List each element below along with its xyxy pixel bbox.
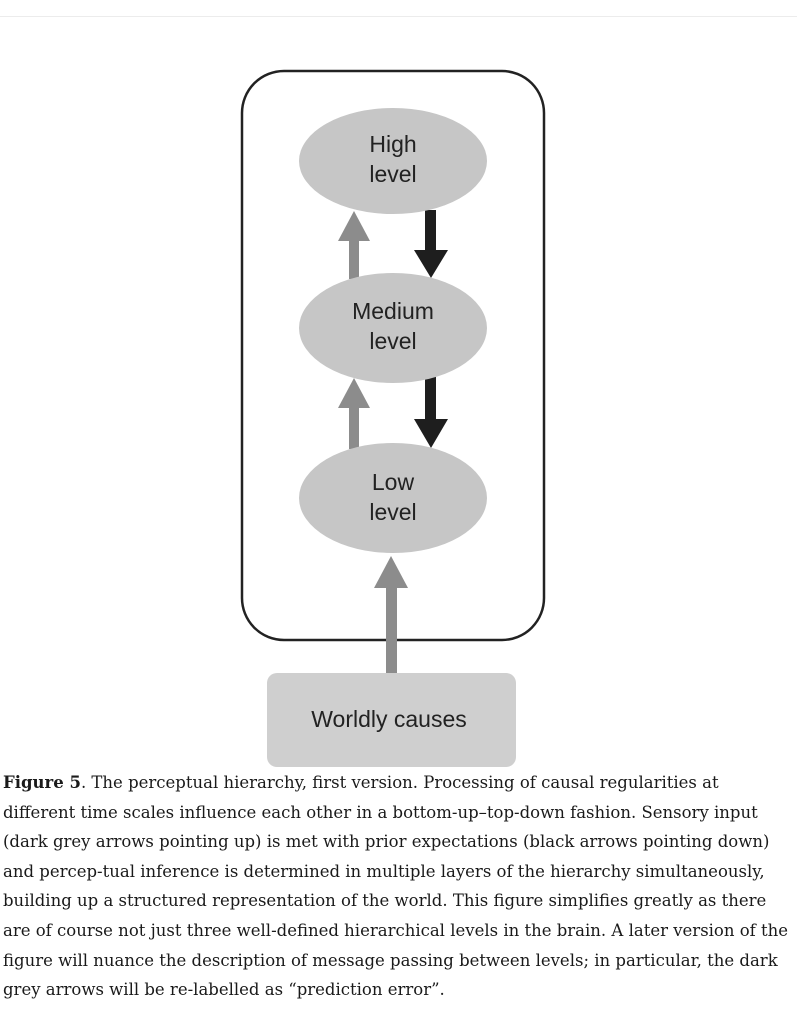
figure-caption-text: . The perceptual hierarchy, first versio… [3, 773, 789, 1000]
worldly-causes-node: Worldly causes [267, 673, 516, 767]
figure-caption: Figure 5. The perceptual hierarchy, firs… [3, 768, 793, 1005]
up-arrow-medium-to-high [338, 211, 370, 279]
medium-level-label-line1: Medium [352, 298, 434, 324]
low-level-label-line1: Low [372, 469, 415, 495]
high-level-label-line2: level [369, 161, 416, 187]
up-arrow-low-to-medium [338, 378, 370, 449]
up-arrow-world-to-low [374, 556, 408, 676]
medium-level-label-line2: level [369, 328, 416, 354]
perceptual-hierarchy-diagram: High level Medium level Low level Worldl… [240, 69, 546, 767]
worldly-causes-label: Worldly causes [311, 706, 467, 732]
figure-label: Figure 5 [3, 773, 81, 792]
down-arrow-medium-to-low [414, 376, 448, 448]
low-level-node: Low level [299, 443, 487, 553]
low-level-label-line2: level [369, 499, 416, 525]
high-level-node: High level [299, 108, 487, 214]
medium-level-node: Medium level [299, 273, 487, 383]
top-divider [0, 16, 797, 17]
down-arrow-high-to-medium [414, 210, 448, 278]
high-level-label-line1: High [369, 131, 416, 157]
